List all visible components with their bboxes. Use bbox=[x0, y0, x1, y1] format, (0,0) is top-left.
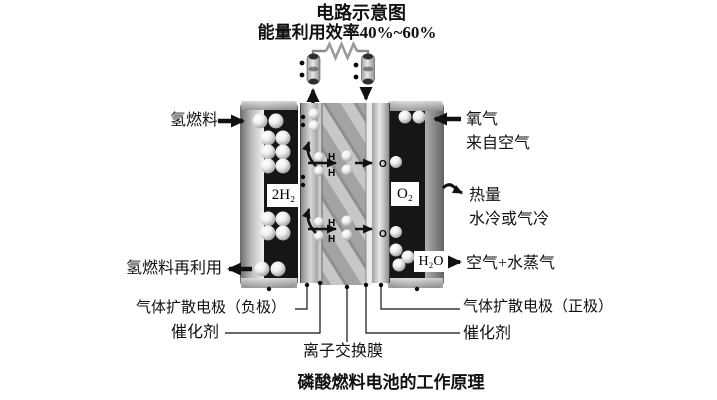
h-atom-label: H bbox=[328, 152, 335, 163]
electron-up-arrow bbox=[301, 141, 317, 167]
electrode-surface-spheres bbox=[308, 108, 353, 241]
catalyst-layer-right bbox=[366, 103, 372, 285]
hydrogen-gas-spheres bbox=[252, 113, 291, 277]
h-atom-label: H bbox=[328, 168, 335, 179]
oxygen-gas-tag: O₂ bbox=[391, 182, 419, 206]
oxygen-gas-spheres bbox=[389, 110, 426, 272]
heat-label: 热量 bbox=[469, 187, 502, 204]
electron-dots bbox=[299, 60, 359, 188]
cooling-label: 水冷或气冷 bbox=[469, 211, 550, 228]
circuit-title: 电路示意图 bbox=[316, 3, 406, 23]
resistor bbox=[324, 40, 359, 62]
hydrogen-fuel-label: 氢燃料 bbox=[169, 112, 218, 129]
o-atom-label: O bbox=[379, 159, 387, 170]
diagram-caption: 磷酸燃料电池的工作原理 bbox=[297, 373, 485, 392]
from-air-label: 来自空气 bbox=[466, 135, 531, 152]
exhaust-label: 空气+水蒸气 bbox=[466, 255, 556, 272]
external-circuit bbox=[306, 40, 375, 103]
o-atom-label: O bbox=[379, 229, 387, 240]
electron-up-arrow bbox=[301, 208, 317, 234]
positive-electrode-label: 气体扩散电极（正极） bbox=[463, 299, 614, 315]
hydrogen-gas-tag: 2H₂ bbox=[267, 184, 300, 207]
h-atom-label: H bbox=[328, 234, 335, 245]
flow-arrows bbox=[218, 112, 463, 276]
leader-lines bbox=[225, 284, 460, 342]
proton-flow-arrows bbox=[301, 141, 373, 234]
leader-anchor-dots bbox=[266, 280, 420, 292]
h-atom-label: H bbox=[328, 218, 335, 229]
catalyst-layer-left bbox=[318, 103, 322, 283]
oxygen-label: 氧气 bbox=[466, 111, 499, 128]
positive-electrode-layer bbox=[372, 103, 389, 283]
catalyst-left-label: 催化剂 bbox=[171, 324, 220, 341]
heat-out-arrow bbox=[441, 183, 463, 195]
negative-electrode-label: 气体扩散电极（负极） bbox=[136, 300, 287, 316]
hydrogen-recycle-label: 氢燃料再利用 bbox=[125, 260, 222, 277]
water-gas-tag: H₂O bbox=[414, 251, 448, 272]
atom-letters: H H H H O O bbox=[328, 152, 387, 245]
efficiency-label: 能量利用效率40%~60% bbox=[257, 23, 437, 42]
ion-exchange-membrane bbox=[322, 103, 366, 285]
membrane-label: 离子交换膜 bbox=[303, 343, 384, 360]
catalyst-right-label: 催化剂 bbox=[463, 325, 512, 342]
